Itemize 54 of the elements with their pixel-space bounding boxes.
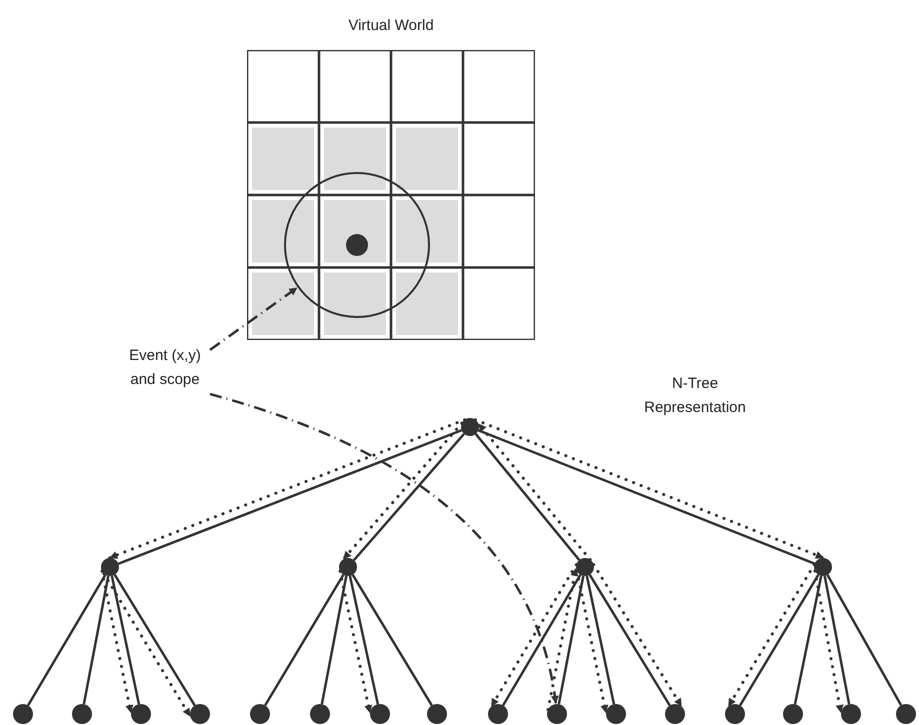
- tree-branch: [320, 576, 348, 704]
- tree-node: [488, 704, 508, 724]
- tree-branch: [826, 574, 902, 706]
- tree-node: [131, 704, 151, 724]
- tree-branch: [739, 574, 820, 706]
- grid-title: Virtual World: [347, 16, 435, 36]
- tree-branch: [586, 576, 616, 704]
- traversal-arrow: [576, 570, 608, 715]
- traversal-arrow: [342, 422, 464, 561]
- tree-node: [310, 704, 330, 724]
- traversal-arrow: [100, 570, 134, 715]
- event-arrow: [210, 392, 558, 704]
- tree-branch: [264, 574, 344, 706]
- tree-branch: [114, 574, 196, 706]
- tree-branch: [352, 432, 466, 562]
- scope-circle: [284, 172, 430, 318]
- tree-branch: [27, 574, 106, 706]
- tree-branch: [348, 576, 380, 704]
- event-label: Event (x,y) and scope: [128, 346, 202, 390]
- traversal-arrow: [338, 570, 372, 715]
- tree-node: [896, 704, 916, 724]
- tree-node: [725, 704, 745, 724]
- traversal-arrow: [102, 572, 192, 718]
- tree-branch: [82, 576, 110, 704]
- traversal-arrow: [726, 563, 816, 708]
- traversal-arrow: [490, 563, 578, 708]
- tree-node: [547, 704, 567, 724]
- tree-node: [250, 704, 270, 724]
- tree-node: [783, 704, 803, 724]
- tree-node: [814, 558, 832, 576]
- tree-branch: [110, 576, 140, 704]
- traversal-arrow: [476, 422, 592, 562]
- tree-node: [190, 704, 210, 724]
- tree-node: [339, 558, 357, 576]
- tree-branch: [588, 574, 671, 706]
- traversal-arrow: [592, 563, 684, 708]
- tree-node: [841, 704, 861, 724]
- tree-branch: [474, 433, 580, 561]
- tree-node: [13, 704, 33, 724]
- tree-node: [427, 704, 447, 724]
- tree-branch: [352, 574, 433, 706]
- tree-node: [101, 558, 119, 576]
- tree-node: [606, 704, 626, 724]
- tree-node: [665, 704, 685, 724]
- tree-caption: N-Tree Representation: [643, 374, 747, 418]
- tree-branch: [558, 576, 585, 704]
- traversal-arrow: [546, 566, 578, 712]
- tree-branch: [823, 576, 850, 704]
- traversal-arrow: [813, 570, 844, 715]
- tree-node: [72, 704, 92, 724]
- tree-branch: [502, 574, 582, 706]
- tree-branch: [794, 576, 822, 704]
- event-arrow: [209, 286, 298, 351]
- tree-node: [370, 704, 390, 724]
